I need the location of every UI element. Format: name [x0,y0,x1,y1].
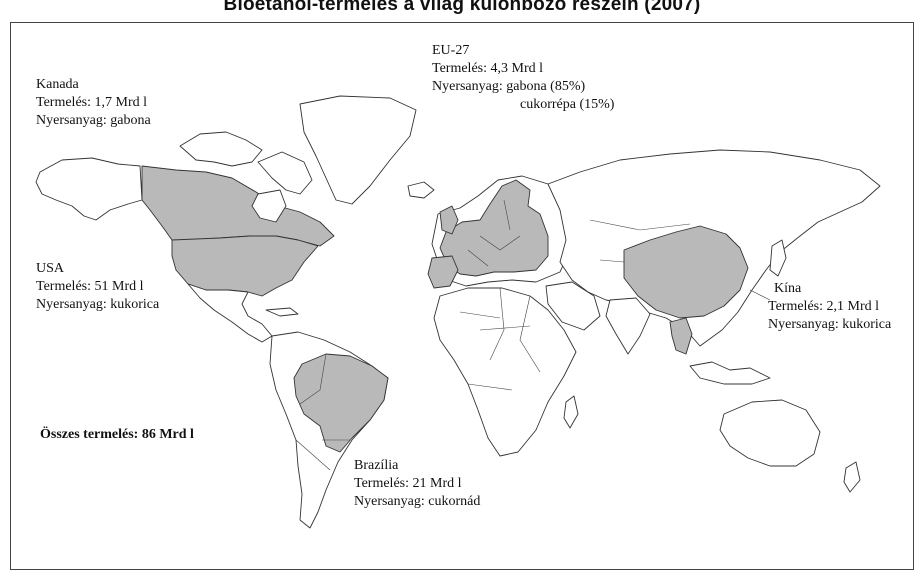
china-production: Termelés: 2,1 Mrd l [768,299,879,314]
new-zealand [843,461,861,493]
eu-27-name: EU-27 [432,43,470,58]
arctic-islands [179,131,263,167]
brazil-production: Termelés: 21 Mrd l [354,476,462,491]
baffin-island [257,151,313,195]
brazil-feedstock: Nyersanyag: cukornád [354,494,481,509]
eu-27-production: Termelés: 4,3 Mrd l [432,61,543,76]
cuba [265,307,299,317]
indonesia [689,361,771,385]
usa-production: Termelés: 51 Mrd l [36,279,144,294]
uk-ireland [439,205,459,235]
iceland [407,181,435,199]
greenland [299,95,417,205]
canada-label: Kanada Termelés: 1,7 Mrd l Nyersanyag: g… [36,76,151,130]
china-name: Kína [774,281,802,296]
usa [171,235,319,297]
eu-27-label: EU-27 Termelés: 4,3 Mrd l Nyersanyag: ga… [432,42,614,114]
eu-27-feedstock-secondary: cukorrépa (15%) [520,97,615,112]
total-production: Összes termelés: 86 Mrd l [40,427,194,442]
thailand [669,317,693,355]
borders [295,199,771,471]
madagascar [563,395,579,429]
map-frame [10,22,914,570]
eu-27-feedstock: Nyersanyag: gabona (85%) [432,79,586,94]
china [623,225,749,319]
china-feedstock: Nyersanyag: kukorica [768,317,892,332]
brazil [293,353,389,453]
mexico [187,283,273,343]
china-label: Kína Termelés: 2,1 Mrd l Nyersanyag: kuk… [768,280,891,334]
hudson-bay [251,189,287,223]
canada-name: Kanada [36,77,79,92]
australia [719,399,821,467]
alaska [35,157,143,221]
iberia [427,255,459,289]
usa-feedstock: Nyersanyag: kukorica [36,297,160,312]
usa-label: USA Termelés: 51 Mrd l Nyersanyag: kukor… [36,260,159,314]
canada-feedstock: Nyersanyag: gabona [36,113,151,128]
brazil-label: Brazília Termelés: 21 Mrd l Nyersanyag: … [354,457,480,511]
eu-27 [439,179,549,277]
brazil-name: Brazília [354,458,399,473]
map-title: Bioetanol-termelés a világ különböző rés… [223,0,701,15]
arabia [545,281,601,331]
india [605,297,651,355]
japan [769,239,787,277]
canada-production: Termelés: 1,7 Mrd l [36,95,147,110]
usa-name: USA [36,261,65,276]
